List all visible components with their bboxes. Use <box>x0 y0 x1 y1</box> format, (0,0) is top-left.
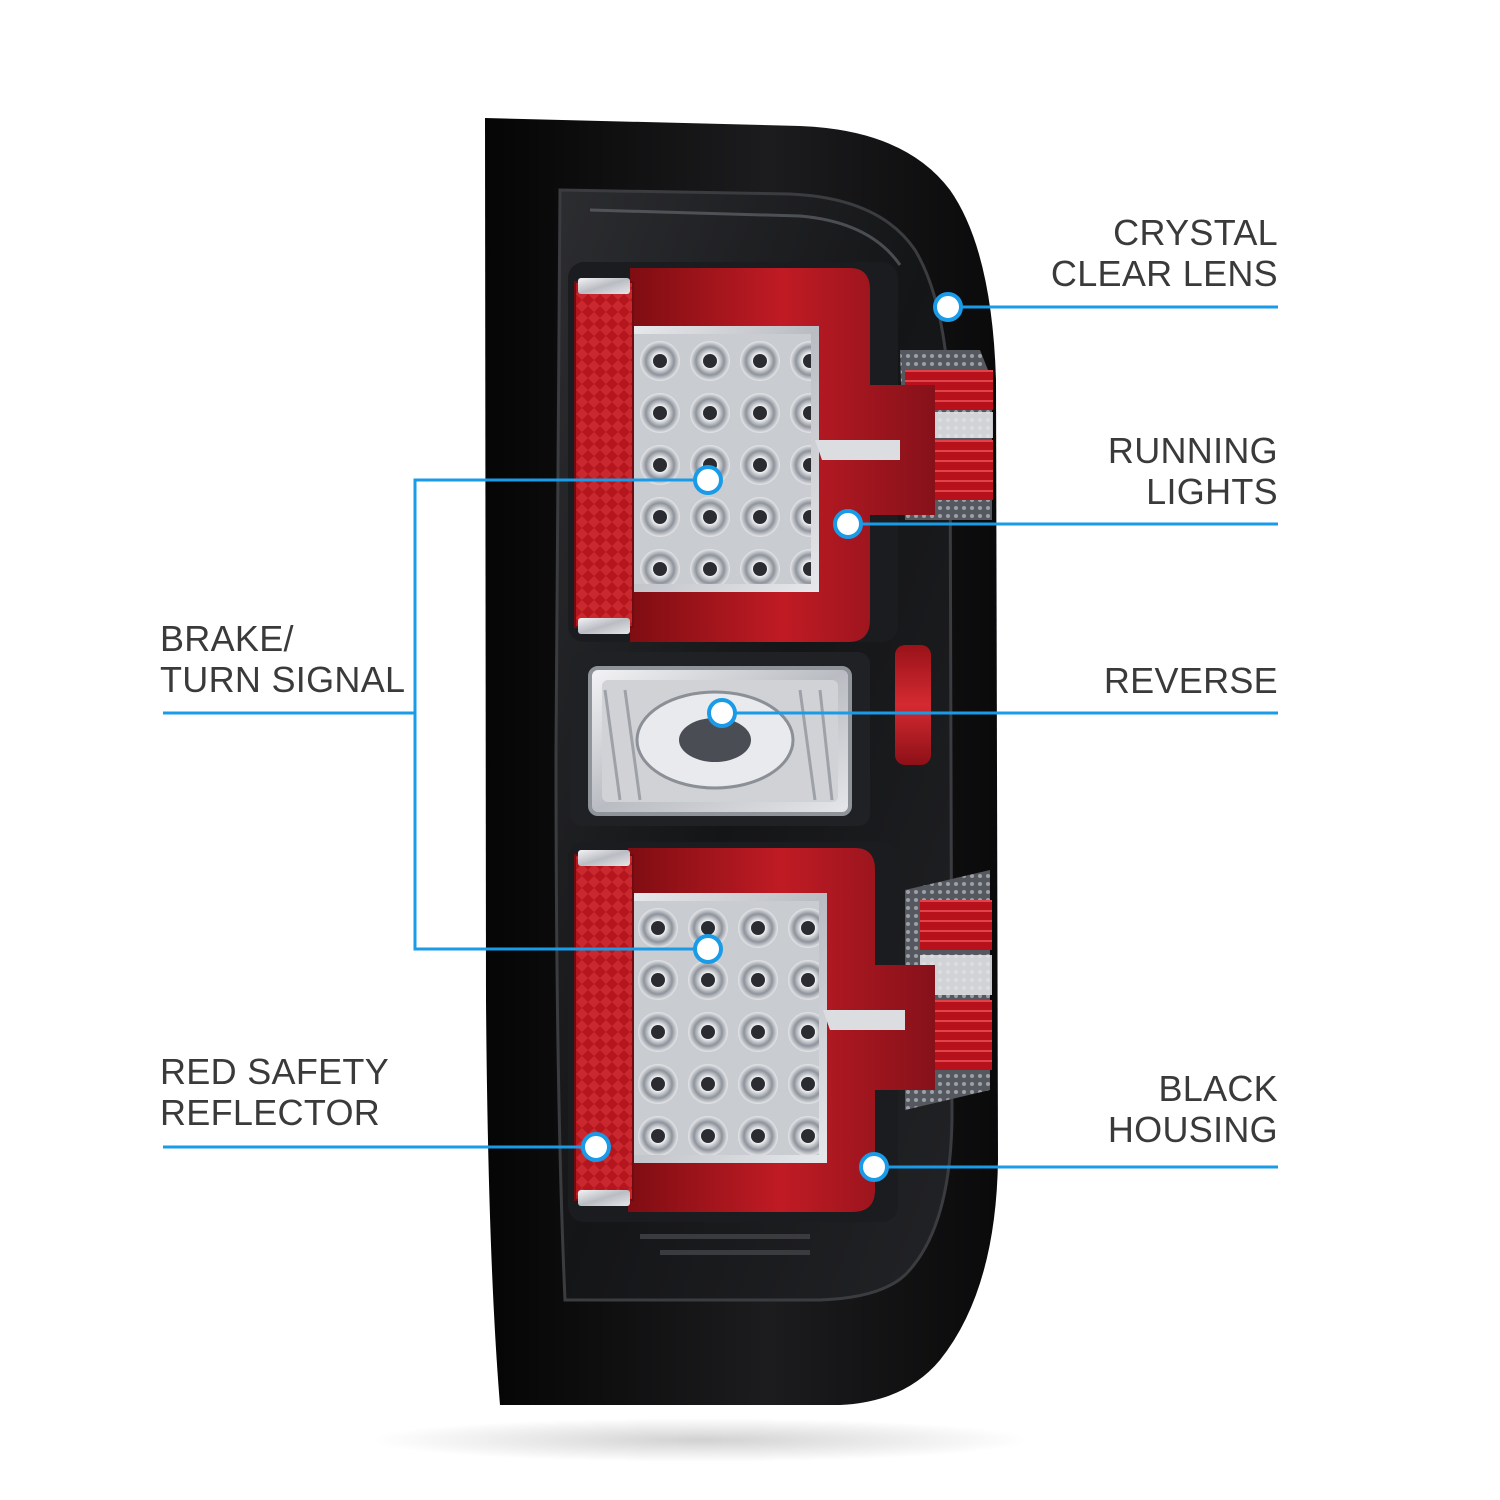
molded-markings <box>640 1234 810 1255</box>
label-line: LIGHTS <box>1146 471 1278 512</box>
label-black-housing: BLACK HOUSING <box>1108 1068 1278 1150</box>
upper-brake-turn-module <box>568 262 935 642</box>
label-line: TURN SIGNAL <box>160 659 406 700</box>
reverse-module <box>570 652 870 826</box>
label-line: CRYSTAL <box>1113 212 1278 253</box>
upper-red-reflector <box>574 281 634 628</box>
label-line: REFLECTOR <box>160 1092 381 1133</box>
callout-dot-black-housing <box>859 1152 889 1182</box>
side-marker-red <box>895 645 931 765</box>
label-reverse: REVERSE <box>1104 660 1278 701</box>
callout-dot-reverse <box>707 698 737 728</box>
label-crystal-clear-lens: CRYSTAL CLEAR LENS <box>1051 212 1278 294</box>
label-running-lights: RUNNING LIGHTS <box>1108 430 1278 512</box>
label-line: HOUSING <box>1107 1109 1278 1150</box>
callout-dot-crystal-clear-lens <box>933 292 963 322</box>
label-line: REVERSE <box>1103 660 1278 701</box>
callout-dot-red-safety-reflector <box>581 1132 611 1162</box>
callout-lines <box>163 305 1278 1169</box>
label-line: RED SAFETY <box>160 1051 390 1092</box>
label-line: BLACK <box>1158 1068 1278 1109</box>
callout-dot-brake-upper <box>693 465 723 495</box>
callout-dot-running-lights <box>833 509 863 539</box>
label-red-safety-reflector: RED SAFETY REFLECTOR <box>160 1051 389 1133</box>
label-line: BRAKE/ <box>160 618 294 659</box>
callout-dot-brake-lower <box>693 934 723 964</box>
label-brake-turn-signal: BRAKE/ TURN SIGNAL <box>160 618 405 700</box>
floor-shadow <box>370 1418 1030 1462</box>
label-line: CLEAR LENS <box>1050 253 1278 294</box>
label-line: RUNNING <box>1107 430 1278 471</box>
